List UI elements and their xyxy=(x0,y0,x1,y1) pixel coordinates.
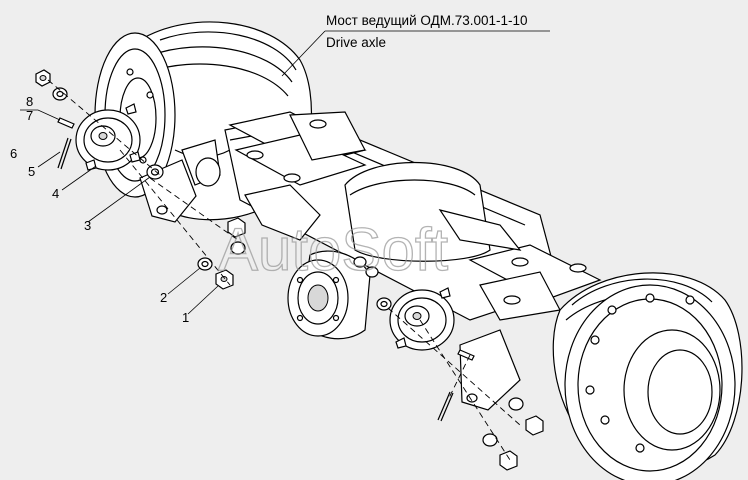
callout-5: 5 xyxy=(28,164,35,179)
callout-6: 6 xyxy=(10,146,17,161)
assembly-center-lines xyxy=(47,79,521,461)
title-english: Drive axle xyxy=(326,35,386,50)
right-wheel-hub xyxy=(552,272,743,480)
differential-input-flange xyxy=(287,250,371,340)
callout-7: 7 xyxy=(26,108,33,123)
left-brake-chamber xyxy=(75,103,141,171)
title-russian: Мост ведущий ОДМ.73.001-1-10 xyxy=(326,13,528,28)
callout-8: 8 xyxy=(26,94,33,109)
callout-3: 3 xyxy=(84,218,91,233)
axle-housing xyxy=(224,111,602,321)
callout-2: 2 xyxy=(160,290,167,305)
right-chamber-bracket xyxy=(459,329,521,411)
callout-1: 1 xyxy=(182,310,189,325)
right-brake-chamber xyxy=(389,287,455,351)
leader-lines xyxy=(20,30,550,315)
callout-4: 4 xyxy=(52,186,59,201)
small-fasteners xyxy=(35,69,544,471)
watermark: AutoSoft xyxy=(218,216,448,283)
